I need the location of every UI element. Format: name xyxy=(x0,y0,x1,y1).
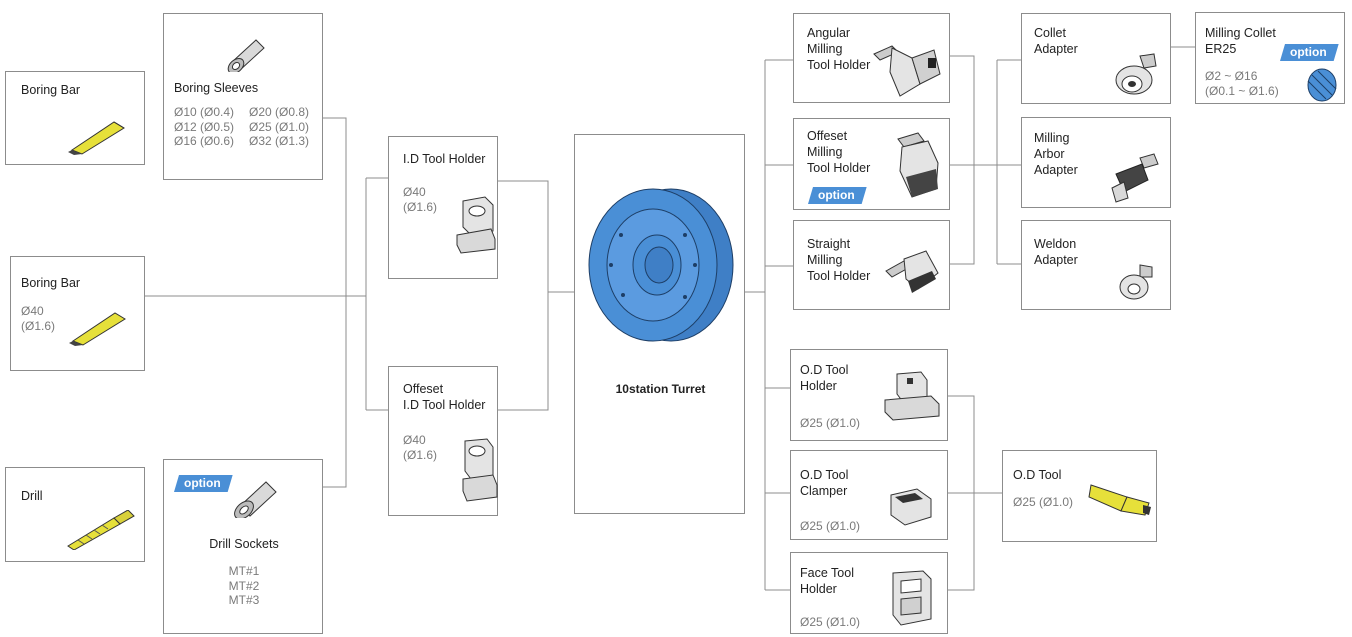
card-title: Boring Bar xyxy=(21,83,81,97)
option-badge: option xyxy=(174,475,233,492)
card-spec: Ø40 (Ø1.6) xyxy=(403,433,438,462)
card-title: Weldon Adapter xyxy=(1034,237,1078,267)
drill-card[interactable]: Drill xyxy=(5,467,145,562)
boring-bar-top-card[interactable]: Boring Bar xyxy=(5,71,145,165)
weldon-icon xyxy=(1119,264,1153,300)
id-tool-holder-card[interactable]: I.D Tool Holder Ø40 (Ø1.6) xyxy=(388,136,498,279)
card-title: Drill Sockets xyxy=(209,537,279,551)
card-title: O.D Tool Clamper xyxy=(800,468,849,498)
socket-icon xyxy=(234,481,277,518)
card-title: Offeset Milling Tool Holder xyxy=(807,129,871,175)
card-title: Straight Milling Tool Holder xyxy=(807,237,871,283)
offset-holder-icon xyxy=(462,438,498,502)
offset-id-tool-holder-card[interactable]: Offeset I.D Tool Holder Ø40 (Ø1.6) xyxy=(388,366,498,516)
card-spec: MT#1 MT#2 MT#3 xyxy=(228,564,260,607)
card-title: I.D Tool Holder xyxy=(403,152,486,166)
turret-card[interactable]: 10station Turret xyxy=(574,134,745,514)
od-holder-icon xyxy=(884,371,940,421)
boring-bar-icon xyxy=(68,121,125,155)
sleeve-sizes-col2: Ø20 (Ø0.8) Ø25 (Ø1.0) Ø32 (Ø1.3) xyxy=(249,105,310,148)
face-tool-holder-card[interactable]: Face Tool Holder Ø25 (Ø1.0) xyxy=(790,552,948,634)
turret-icon xyxy=(588,188,734,342)
card-title: Boring Bar xyxy=(21,276,81,290)
card-spec: Ø25 (Ø1.0) xyxy=(800,615,861,629)
od-tool-clamper-card[interactable]: O.D Tool Clamper Ø25 (Ø1.0) xyxy=(790,450,948,540)
milling-collet-card[interactable]: Milling Collet ER25 option Ø2 ~ Ø16 (Ø0.… xyxy=(1195,12,1345,104)
card-title: O.D Tool Holder xyxy=(800,363,849,393)
card-title: Milling Collet ER25 xyxy=(1205,26,1276,56)
card-spec: Ø25 (Ø1.0) xyxy=(800,416,861,430)
face-holder-icon xyxy=(892,570,932,626)
collet-icon xyxy=(1307,68,1337,102)
card-title: Face Tool Holder xyxy=(800,566,854,596)
card-title: Collet Adapter xyxy=(1034,26,1078,56)
angular-milling-holder-card[interactable]: Angular Milling Tool Holder xyxy=(793,13,950,103)
od-tool-holder-card[interactable]: O.D Tool Holder Ø25 (Ø1.0) xyxy=(790,349,948,441)
option-badge: option xyxy=(808,187,867,204)
card-title: Boring Sleeves xyxy=(174,81,259,95)
card-title: O.D Tool xyxy=(1013,468,1062,482)
id-holder-icon xyxy=(456,196,496,254)
drill-icon xyxy=(67,510,135,550)
offset-milling-holder-card[interactable]: Offeset Milling Tool Holder option xyxy=(793,118,950,210)
collet-adapter-card[interactable]: Collet Adapter xyxy=(1021,13,1171,104)
straight-milling-icon xyxy=(885,250,939,293)
weldon-adapter-card[interactable]: Weldon Adapter xyxy=(1021,220,1171,310)
card-title: Drill xyxy=(21,489,43,503)
straight-milling-holder-card[interactable]: Straight Milling Tool Holder xyxy=(793,220,950,310)
sleeve-icon xyxy=(227,39,265,72)
od-tool-icon xyxy=(1088,484,1151,516)
drill-sockets-card[interactable]: option Drill Sockets MT#1 MT#2 MT#3 xyxy=(163,459,323,634)
boring-bar-icon xyxy=(69,312,126,346)
card-spec: Ø40 (Ø1.6) xyxy=(21,304,56,333)
card-spec: Ø40 (Ø1.6) xyxy=(403,185,438,214)
clamper-icon xyxy=(890,488,932,526)
boring-bar-mid-card[interactable]: Boring Bar Ø40 (Ø1.6) xyxy=(10,256,145,371)
card-spec: Ø25 (Ø1.0) xyxy=(800,519,861,533)
collet-adapter-icon xyxy=(1115,53,1157,95)
card-spec: Ø25 (Ø1.0) xyxy=(1013,495,1074,509)
milling-arbor-adapter-card[interactable]: Milling Arbor Adapter xyxy=(1021,117,1171,208)
card-title: Offeset I.D Tool Holder xyxy=(403,382,486,412)
arbor-icon xyxy=(1111,153,1159,203)
offset-milling-icon xyxy=(897,132,939,198)
card-title: Angular Milling Tool Holder xyxy=(807,26,871,72)
option-badge: option xyxy=(1280,44,1339,61)
turret-title: 10station Turret xyxy=(615,382,706,396)
od-tool-card[interactable]: O.D Tool Ø25 (Ø1.0) xyxy=(1002,450,1157,542)
boring-sleeves-card[interactable]: Boring Sleeves Ø10 (Ø0.4) Ø12 (Ø0.5) Ø16… xyxy=(163,13,323,180)
card-title: Milling Arbor Adapter xyxy=(1034,131,1078,177)
sleeve-sizes-col1: Ø10 (Ø0.4) Ø12 (Ø0.5) Ø16 (Ø0.6) xyxy=(174,105,235,148)
angular-holder-icon xyxy=(873,45,941,97)
card-spec: Ø2 ~ Ø16 (Ø0.1 ~ Ø1.6) xyxy=(1205,69,1279,98)
